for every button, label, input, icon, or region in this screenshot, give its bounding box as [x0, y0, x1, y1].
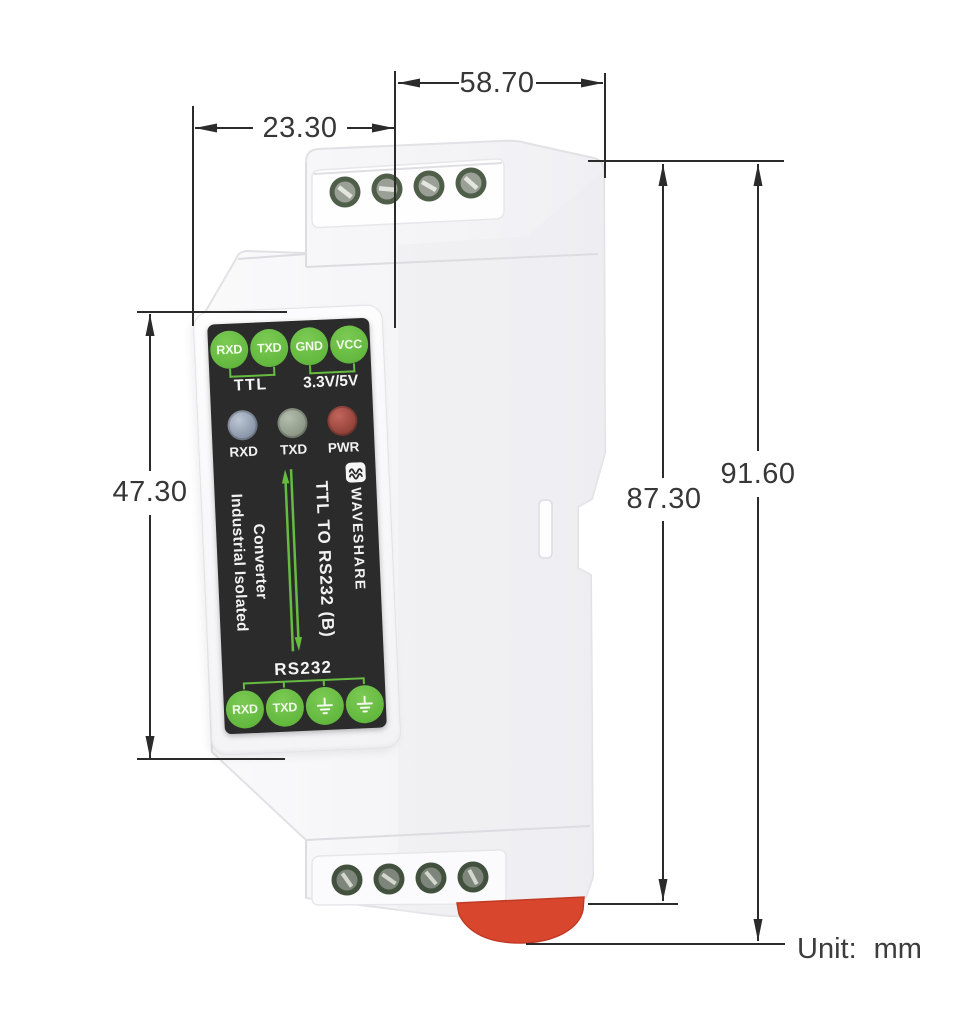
screw-terminal: [413, 170, 445, 202]
status-led-row: [211, 405, 374, 442]
rs232-bracket-row: [223, 675, 385, 690]
screw-terminal: [373, 863, 405, 895]
din-clip: [456, 896, 585, 944]
screw-terminal: [457, 861, 489, 893]
unit-label: Unit:: [797, 933, 857, 965]
bottom-terminal-block: [311, 849, 507, 906]
ttl-group-label: TTL: [233, 376, 269, 395]
ttl-port-txd: TXD: [249, 328, 290, 368]
rxd-led-label: RXD: [229, 443, 259, 460]
rs232-port-ground: [305, 686, 345, 726]
unit-value: mm: [873, 933, 922, 965]
screw-terminal: [331, 864, 363, 896]
product-model: TTL TO RS232 (B): [311, 480, 338, 638]
rs232-port-row: RXD TXD: [223, 684, 387, 730]
earth-ground-icon: [356, 695, 373, 713]
signal-direction-arrows-icon: [281, 469, 302, 652]
screw-terminal: [329, 176, 361, 208]
screw-terminal: [371, 173, 403, 205]
dim-top-width-large: 58.70: [459, 67, 535, 99]
pwr-led: [326, 405, 359, 437]
txd-led-label: TXD: [279, 441, 308, 458]
unit-note: Unit: mm: [797, 933, 922, 966]
status-led-labels: RXD TXD PWR: [212, 439, 375, 461]
txd-led: [276, 407, 309, 439]
screw-terminal: [415, 862, 447, 894]
dim-left-height: 47.30: [112, 476, 188, 508]
earth-ground-icon: [316, 697, 333, 715]
rxd-led: [226, 409, 259, 441]
dim-right-height-inner: 87.30: [626, 483, 702, 515]
device-side-face: [398, 170, 605, 917]
dim-right-height-outer: 91.60: [720, 458, 796, 490]
rs232-bracket: [242, 677, 365, 690]
ttl-port-vcc: VCC: [329, 324, 369, 365]
ttl-port-gnd: GND: [289, 326, 329, 367]
brand-column: WAVESHARE: [345, 458, 374, 657]
pwr-led-label: PWR: [327, 439, 360, 456]
waveshare-logo-icon: [345, 462, 366, 483]
top-terminal-block: [311, 158, 505, 229]
label-middle-section: Industrial Isolated Converter TTL TO RS2…: [213, 460, 383, 661]
device-seams: [237, 162, 599, 898]
brand-name: WAVESHARE: [348, 487, 369, 592]
screw-terminal: [455, 167, 487, 199]
din-side-slot: [538, 499, 553, 559]
rs232-port-rxd: RXD: [225, 689, 265, 730]
product-name: Industrial Isolated Converter: [223, 464, 273, 660]
product-label: RXD TXD GND VCC TTL 3.3V/5V RXD TXD PWR …: [207, 317, 387, 735]
rs232-port-ground: [345, 684, 385, 725]
ttl-port-rxd: RXD: [209, 329, 250, 370]
rs232-port-txd: TXD: [265, 687, 305, 728]
ttl-voltage-label: 3.3V/5V: [302, 372, 359, 392]
dim-top-width-small: 23.30: [262, 112, 338, 144]
